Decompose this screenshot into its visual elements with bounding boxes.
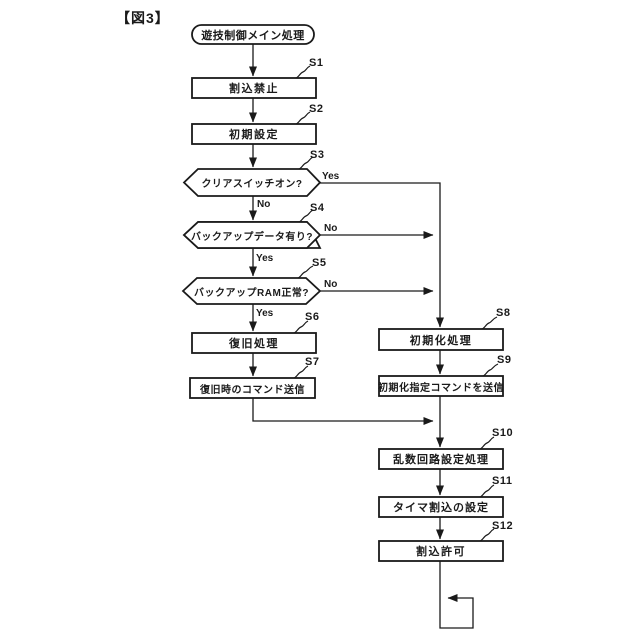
step-label-leaders [293, 65, 499, 542]
leader-s1 [295, 65, 311, 79]
step-label-s1: S1 [309, 57, 324, 69]
node-s6-label: 復旧処理 [229, 338, 279, 350]
connector-s7-join [252, 398, 434, 425]
leader-s2 [295, 111, 311, 125]
step-label-s6: S6 [305, 311, 320, 323]
node-s11-label: タイマ割込の設定 [393, 502, 489, 514]
step-label-s11: S11 [492, 475, 513, 487]
process-s11-shape [378, 496, 504, 518]
leader-s8 [481, 316, 498, 330]
connector-s3-yes-s8 [320, 182, 444, 328]
step-label-s3: S3 [310, 149, 325, 161]
step-label-s10: S10 [492, 427, 514, 439]
branch-label-s4-no: No [324, 223, 338, 234]
step-label-s12: S12 [492, 520, 514, 532]
leader-s7 [293, 365, 309, 379]
leader-s3 [298, 156, 314, 170]
figure-title: 【図3】 [116, 10, 170, 26]
node-s2-label: 初期設定 [229, 129, 279, 141]
connectors [249, 44, 474, 629]
leader-s5 [297, 265, 314, 279]
node-s4-label: バックアップデータ有り? [190, 231, 314, 243]
node-s3-label: クリアスイッチオン? [201, 179, 303, 190]
step-label-s4: S4 [310, 202, 325, 214]
branch-label-s5-yes: Yes [256, 308, 274, 319]
node-s7-label: 復旧時のコマンド送信 [200, 384, 305, 396]
step-label-s7: S7 [305, 356, 320, 368]
connector-s12-loop-back [439, 561, 474, 629]
node-start-label: 遊技制御メイン処理 [201, 29, 305, 42]
process-s2-shape [191, 123, 317, 145]
process-s10-shape [378, 448, 504, 470]
process-s8-shape [378, 328, 504, 351]
branch-label-s3-yes: Yes [322, 171, 340, 182]
branch-label-s5-no: No [324, 279, 338, 290]
node-s12-label: 割込許可 [416, 546, 466, 558]
node-s9-label: 初期化指定コマンドを送信 [378, 382, 504, 394]
node-s8-label: 初期化処理 [409, 334, 473, 347]
node-s1-label: 割込禁止 [229, 83, 279, 95]
step-label-s8: S8 [496, 307, 511, 319]
process-s9-shape [378, 375, 504, 397]
branch-label-s3-no: No [257, 199, 271, 210]
step-label-s2: S2 [309, 103, 324, 115]
process-s1-shape [191, 77, 317, 99]
leader-s10 [479, 436, 495, 450]
process-s6-shape [191, 332, 317, 354]
leader-s11 [479, 484, 495, 498]
node-s5-label: バックアップRAM正常? [194, 287, 309, 299]
leader-s4 [298, 209, 314, 223]
process-s12-shape [378, 540, 504, 562]
leader-s12 [479, 528, 495, 542]
step-label-s5: S5 [312, 257, 327, 269]
node-s10-label: 乱数回路設定処理 [393, 454, 489, 466]
step-label-s9: S9 [497, 354, 512, 366]
leader-s6 [293, 320, 309, 334]
leader-s9 [482, 363, 499, 377]
branch-label-s4-yes: Yes [256, 253, 274, 264]
